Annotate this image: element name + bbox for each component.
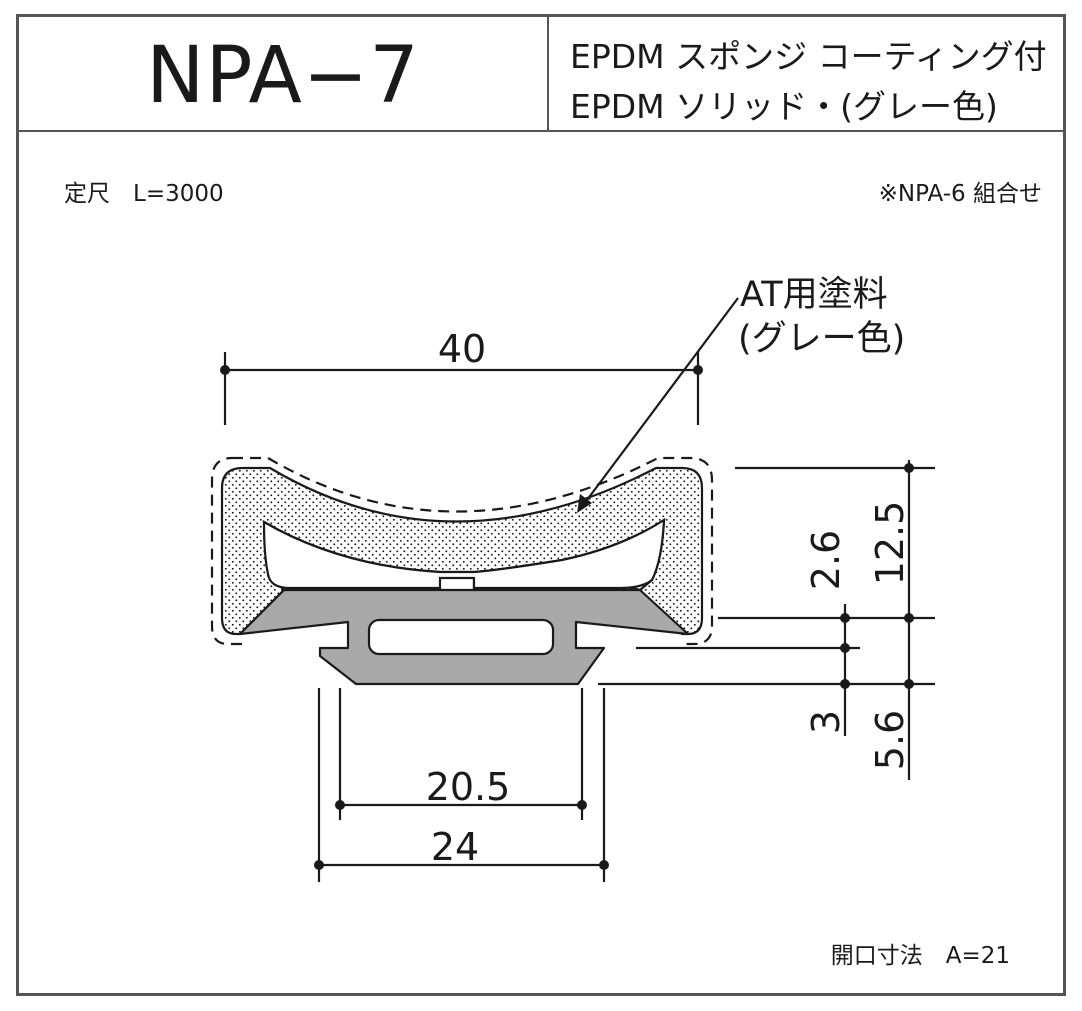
- header-column-divider: [547, 14, 549, 132]
- dim-label-inner-20-5: 20.5: [426, 765, 511, 809]
- material-line-solid: EPDM ソリッド・(グレー色): [570, 87, 998, 126]
- callout-coating-label: AT用塗料: [740, 275, 888, 315]
- combination-note: ※NPA-6 組合せ: [878, 181, 1042, 207]
- dim-label-gap-2-6: 2.6: [804, 530, 848, 590]
- dim-label-height-12-5: 12.5: [868, 501, 912, 586]
- header-divider: [16, 130, 1066, 132]
- dim-label-flange-3: 3: [804, 710, 848, 734]
- sponge-hollow: [262, 517, 666, 590]
- drawing-frame: [16, 14, 1066, 996]
- dimension-bottom-widths: [314, 688, 609, 882]
- dimension-width-40: [220, 352, 703, 425]
- standard-length-note: 定尺 L=3000: [64, 181, 224, 207]
- callout-leader: [577, 297, 739, 513]
- model-number: NPA−7: [146, 31, 420, 121]
- dim-label-width-40: 40: [438, 327, 486, 371]
- base-hollow: [367, 618, 555, 656]
- dim-label-base-5-6: 5.6: [868, 710, 912, 770]
- dimension-right-extensions: [598, 460, 935, 780]
- material-line-sponge: EPDM スポンジ コーティング付: [570, 37, 1047, 76]
- callout-coating-color: (グレー色): [738, 319, 905, 359]
- coating-outline: [210, 456, 714, 646]
- opening-dimension-note: 開口寸法 A=21: [830, 943, 1010, 969]
- dim-label-outer-24: 24: [431, 825, 479, 869]
